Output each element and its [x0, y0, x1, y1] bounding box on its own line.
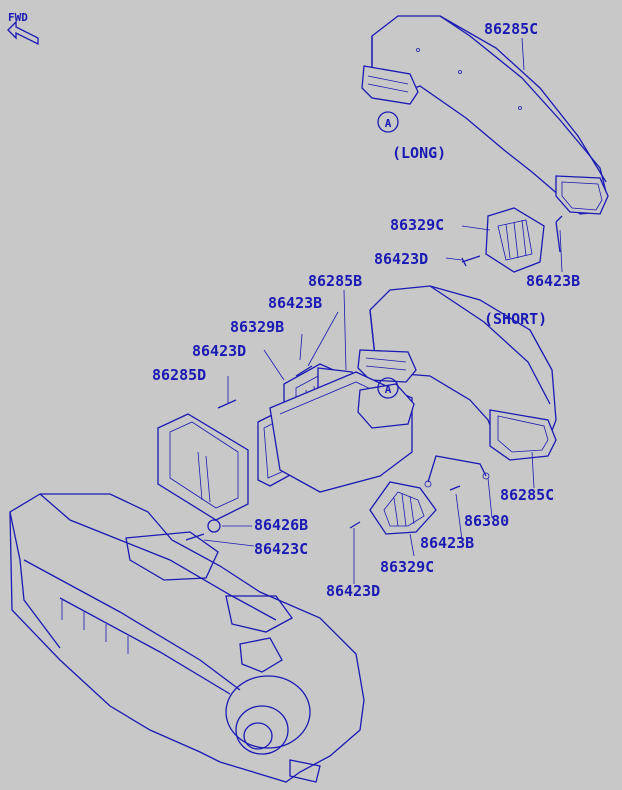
- part-label-4: 86423B: [526, 272, 580, 290]
- part-label-13: 86329C: [380, 558, 434, 576]
- part-label-8: 86423D: [192, 342, 246, 360]
- section-short-label: (SHORT): [484, 310, 547, 328]
- screws: [185, 215, 563, 541]
- part-label-10: 86285C: [500, 486, 554, 504]
- part-label-16: 86423C: [254, 540, 308, 558]
- duct-long: [361, 15, 609, 215]
- frame-86285D: [157, 409, 293, 521]
- part-label-3: 86423D: [374, 250, 428, 268]
- part-label-1: 86285C: [484, 20, 538, 38]
- fwd-arrow-icon: [7, 20, 39, 46]
- marker-a-top: A: [377, 111, 399, 133]
- part-label-11: 86380: [464, 512, 509, 530]
- part-label-9: 86285D: [152, 366, 206, 384]
- part-label-14: 86423D: [326, 582, 380, 600]
- part-label-5: 86285B: [308, 272, 362, 290]
- fwd-indicator: FWD: [7, 11, 39, 46]
- rod-86380: [424, 455, 490, 488]
- section-long-label: (LONG): [392, 144, 446, 162]
- duct-short: [357, 285, 557, 461]
- grommet-86426B: [207, 519, 221, 533]
- part-label-6: 86423B: [268, 294, 322, 312]
- marker-a-mid: A: [377, 377, 399, 399]
- part-label-2: 86329C: [390, 216, 444, 234]
- base-plate: [269, 371, 415, 493]
- heater-unit: [9, 493, 365, 783]
- fwd-label: FWD: [8, 11, 28, 24]
- gasket-lower: [369, 481, 437, 535]
- part-labels: 86285C 86329C 86423D 86423B 86285B 86423…: [152, 20, 580, 600]
- marker-a-top-label: A: [385, 117, 392, 130]
- part-label-15: 86426B: [254, 516, 308, 534]
- gasket-upper: [485, 207, 545, 273]
- marker-a-mid-label: A: [385, 383, 392, 396]
- part-label-12: 86423B: [420, 534, 474, 552]
- part-label-7: 86329B: [230, 318, 284, 336]
- leader-lines: [203, 37, 563, 584]
